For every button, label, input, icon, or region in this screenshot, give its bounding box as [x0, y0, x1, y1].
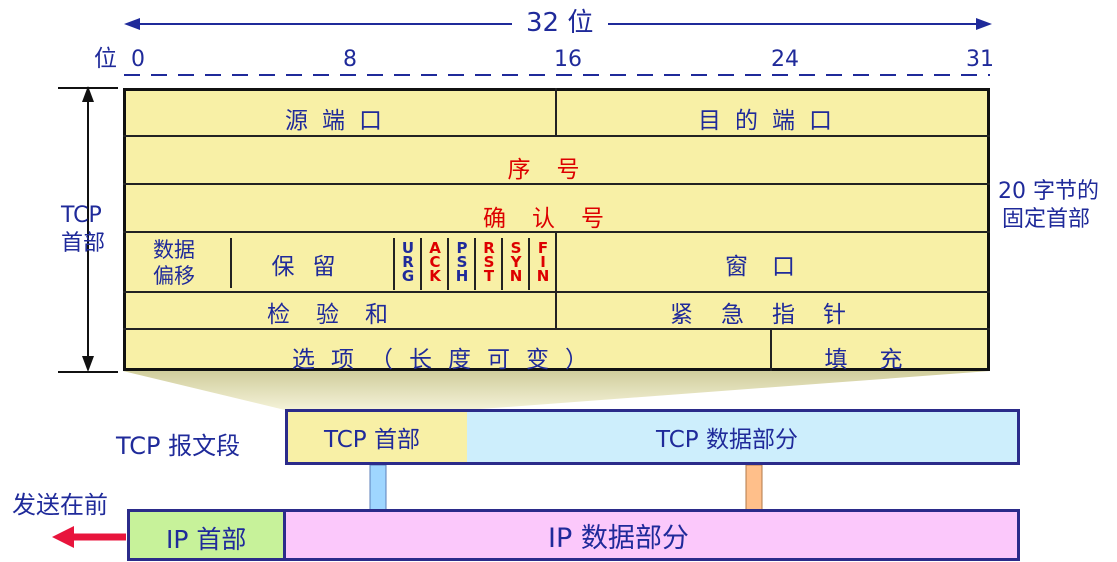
tcp-segment-header-cell: [288, 412, 467, 462]
send-first-label: 发送在前: [12, 491, 108, 519]
tcp-segment-data-text: TCP 数据部分: [656, 427, 798, 453]
bit-label: 位: [94, 46, 117, 72]
padding-field: 填充: [824, 347, 935, 373]
bit-24: 24: [771, 47, 799, 72]
tcp-header-label-line2: 首部: [61, 231, 106, 256]
bit-31: 31: [966, 47, 994, 72]
sequence-number-field: 序号: [507, 157, 606, 183]
source-port-field: 源端口: [285, 108, 396, 134]
fixed-header-label-line2: 固定首部: [1002, 207, 1091, 232]
bit-8: 8: [343, 47, 357, 72]
urgent-pointer-field: 紧急指针: [670, 301, 874, 328]
ip-data-text: IP 数据部分: [548, 523, 689, 554]
tcp-segment-label: TCP 报文段: [116, 432, 241, 460]
width-label: 32 位: [526, 8, 594, 38]
tcp-segment-header-text: TCP 首部: [324, 427, 420, 453]
data-offset-line1: 数据: [153, 238, 195, 262]
fixed-header-label-line1: 20 字节的: [998, 179, 1099, 204]
window-field: 窗口: [725, 254, 819, 280]
tcp-header-label-line1: TCP: [61, 203, 102, 228]
options-field: 选项（长度可变）: [292, 347, 604, 373]
checksum-field: 检验和: [267, 301, 414, 328]
bit-16: 16: [554, 47, 582, 72]
destination-port-field: 目的端口: [698, 108, 846, 134]
data-offset-line2: 偏移: [153, 264, 195, 288]
ip-header-cell: [130, 512, 286, 558]
ip-header-text: IP 首部: [166, 525, 247, 554]
acknowledgment-number-field: 确认号: [483, 206, 630, 232]
bit-0: 0: [131, 47, 145, 72]
reserved-field: 保留: [271, 254, 354, 280]
